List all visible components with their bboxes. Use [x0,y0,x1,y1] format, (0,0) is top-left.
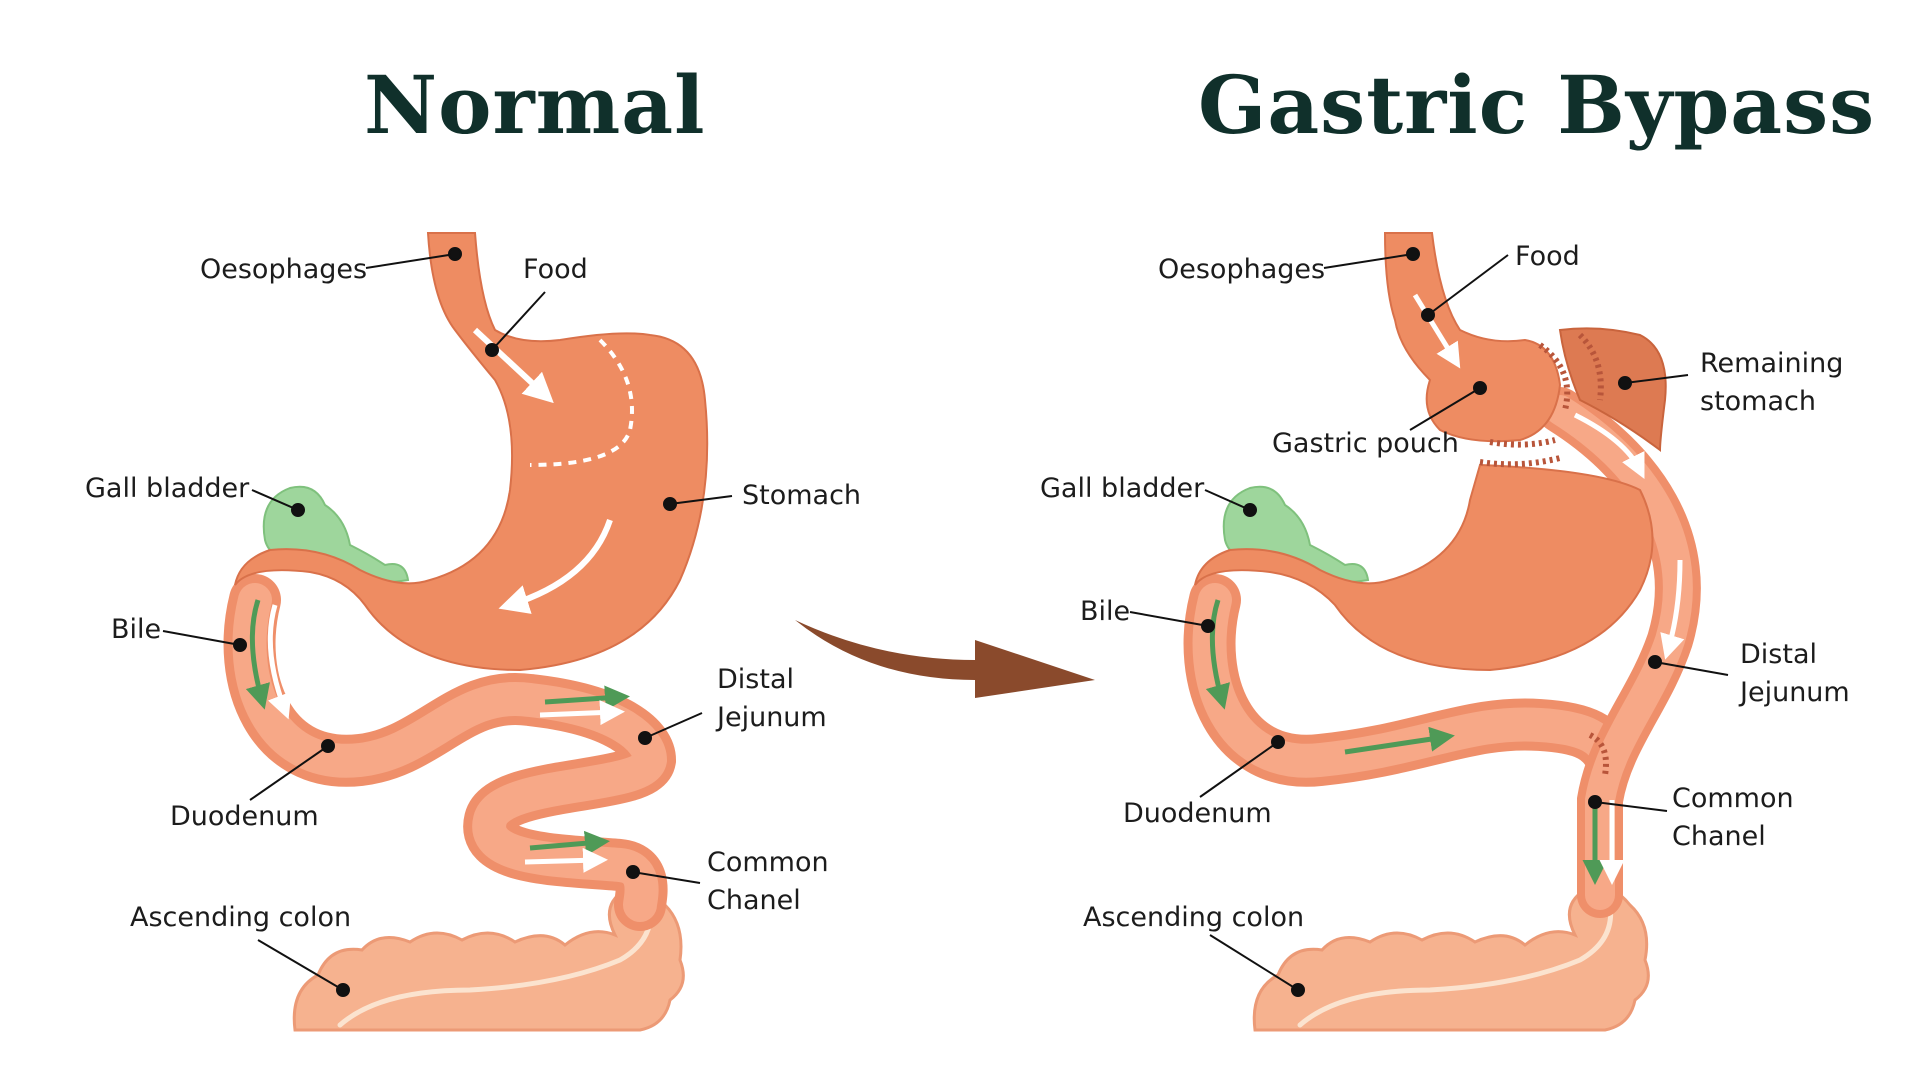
bypass-labels: Oesophages Food Remaining stomach Gastri… [1040,241,1850,933]
bypass-gastric-pouch-shape [1383,232,1562,443]
bypass-anatomy [1183,232,1701,1032]
label-bypass-gall-bladder: Gall bladder [1040,473,1205,504]
label-bypass-oesophages: Oesophages [1158,254,1325,285]
normal-labels: Oesophages Food Gall bladder Stomach Bil… [85,254,861,933]
label-normal-food: Food [523,254,588,285]
label-normal-ascending-colon: Ascending colon [130,902,351,933]
normal-leaders [162,247,733,997]
label-normal-distal-jejunum-2: Jejunum [715,702,827,733]
bypass-lower-stomach-shape [1194,463,1654,672]
label-normal-oesophages: Oesophages [200,254,367,285]
bypass-remaining-stomach-shape [1558,327,1667,452]
bypass-leaders [1129,247,1729,997]
label-bypass-bile: Bile [1080,596,1130,627]
bypass-colon-shape [1252,885,1650,1032]
label-normal-bile: Bile [111,614,161,645]
label-normal-distal-jejunum-1: Distal [717,664,794,695]
label-normal-gall-bladder: Gall bladder [85,473,250,504]
label-normal-common-chanel-2: Chanel [707,885,801,916]
label-bypass-distal-jejunum-2: Jejunum [1738,677,1850,708]
label-bypass-duodenum: Duodenum [1123,798,1272,829]
label-bypass-ascending-colon: Ascending colon [1083,902,1304,933]
label-bypass-gastric-pouch: Gastric pouch [1272,428,1459,459]
normal-stomach-shape [234,232,709,672]
label-bypass-common-chanel-1: Common [1672,783,1794,814]
normal-anatomy [223,232,709,1032]
transition-arrow [795,620,1095,698]
label-normal-duodenum: Duodenum [170,801,319,832]
normal-colon-shape [292,885,685,1032]
label-bypass-distal-jejunum-1: Distal [1740,639,1817,670]
title-normal: Normal [364,58,706,152]
label-bypass-common-chanel-2: Chanel [1672,821,1766,852]
title-gastric-bypass: Gastric Bypass [1198,58,1876,152]
label-bypass-food: Food [1515,241,1580,272]
label-normal-stomach: Stomach [742,480,861,511]
label-bypass-remaining-stomach-1: Remaining [1700,348,1843,379]
label-bypass-remaining-stomach-2: stomach [1700,386,1816,417]
label-normal-common-chanel-1: Common [707,847,829,878]
